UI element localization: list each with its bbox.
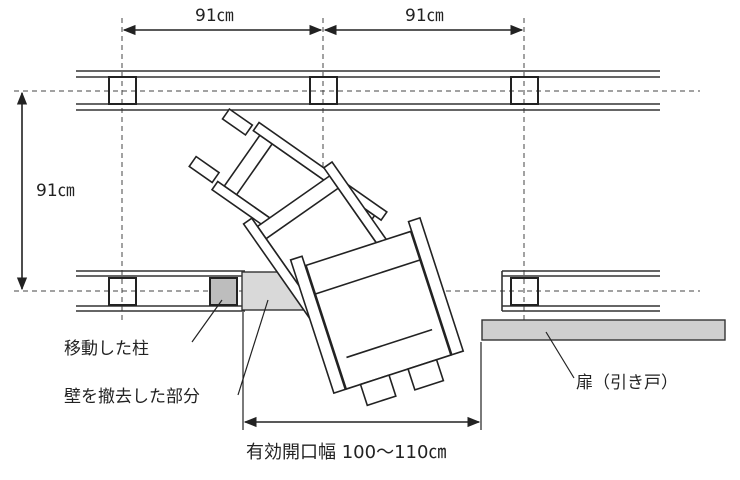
posts (108, 76, 539, 306)
post-top-left (108, 76, 137, 105)
door-label: 扉（引き戸） (576, 373, 678, 393)
dimension-opening-width: 有効開口幅 100〜110㎝ (242, 312, 482, 463)
moved-post (209, 277, 238, 306)
post-top-right (510, 76, 539, 105)
top-wall (76, 70, 660, 111)
opening-width-label: 有効開口幅 100〜110㎝ (246, 442, 446, 463)
dimension-top-right: 91㎝ (323, 6, 524, 36)
callout-door: 扉（引き戸） (545, 331, 678, 393)
dimension-left-vertical-label: 91㎝ (36, 181, 75, 201)
dimension-top-left-label: 91㎝ (195, 6, 234, 26)
callout-removed-wall: 壁を撤去した部分 (64, 299, 269, 407)
callout-moved-post: 移動した柱 (64, 299, 223, 359)
post-top-center (309, 76, 338, 105)
post-bottom-left (108, 277, 137, 306)
dimension-top-left: 91㎝ (122, 6, 323, 36)
post-bottom-right (510, 277, 539, 306)
removed-wall-label: 壁を撤去した部分 (64, 387, 200, 407)
dimension-top-right-label: 91㎝ (405, 6, 444, 26)
dimension-left-vertical: 91㎝ (16, 91, 75, 291)
wheelchair-bottom-position (289, 216, 465, 407)
sliding-door (481, 319, 726, 341)
moved-post-label: 移動した柱 (64, 339, 149, 359)
